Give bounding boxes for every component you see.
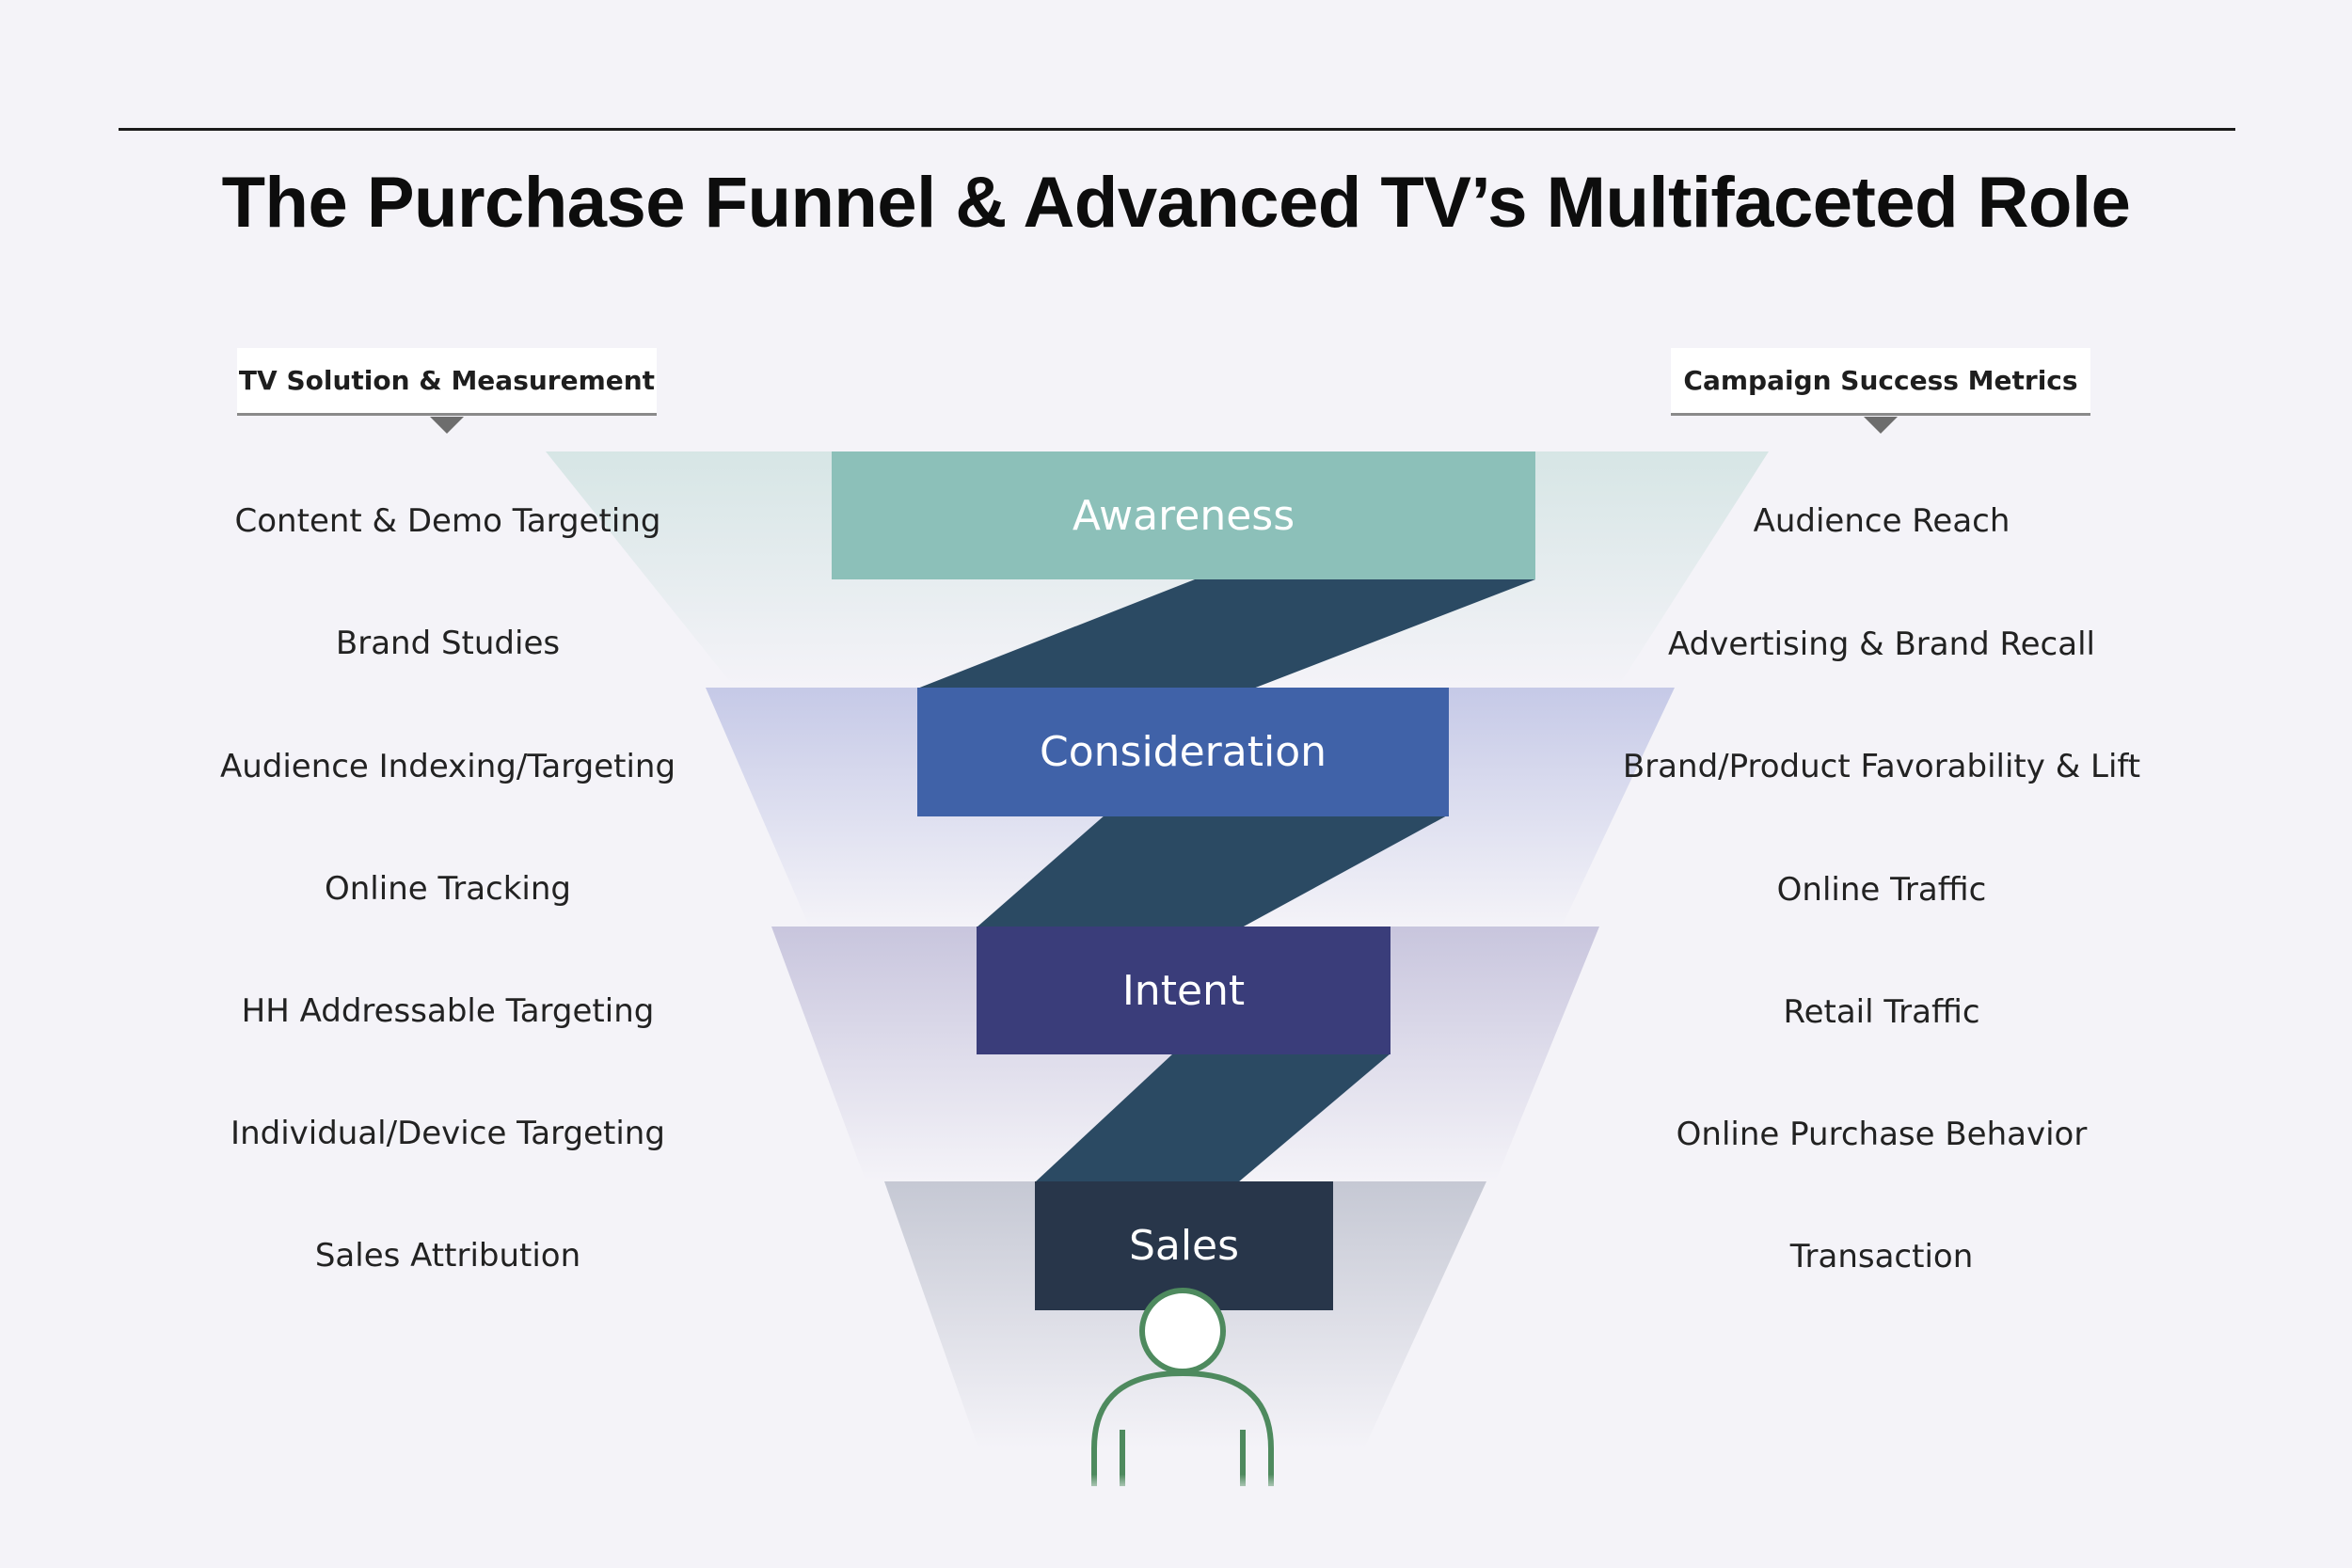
page-title: The Purchase Funnel & Advanced TV’s Mult… (221, 163, 2131, 243)
stage-intent-label: Intent (1121, 966, 1246, 1015)
left-item-hh-addressable: HH Addressable Targeting (241, 992, 655, 1030)
stage-sales-label: Sales (1128, 1222, 1240, 1270)
right-item-favorability-lift: Brand/Product Favorability & Lift (1622, 748, 2141, 785)
right-header-pointer-icon (1864, 417, 1898, 434)
right-column-header: Campaign Success Metrics (1671, 348, 2090, 434)
right-item-online-traffic: Online Traffic (1776, 871, 1987, 909)
left-header-pointer-icon (430, 417, 464, 434)
right-column-header-label: Campaign Success Metrics (1683, 365, 2078, 396)
stage-consideration-label: Consideration (1039, 728, 1327, 776)
left-item-sales-attribution: Sales Attribution (314, 1237, 581, 1275)
stage-intent-block (977, 927, 1391, 1054)
connector-consideration-intent (977, 815, 1449, 927)
left-item-audience-indexing: Audience Indexing/Targeting (219, 748, 676, 785)
right-item-transaction: Transaction (1789, 1238, 1974, 1275)
right-item-brand-recall: Advertising & Brand Recall (1668, 626, 2095, 663)
top-rule (119, 128, 2235, 131)
connector-awareness-consideration (917, 579, 1535, 689)
right-item-online-purchase: Online Purchase Behavior (1676, 1116, 2088, 1153)
left-item-individual-device: Individual/Device Targeting (230, 1115, 665, 1152)
left-item-online-tracking: Online Tracking (324, 870, 572, 908)
left-column-header-label: TV Solution & Measurement (238, 365, 656, 396)
stage-awareness-label: Awareness (1072, 491, 1295, 540)
left-column-header: TV Solution & Measurement (237, 348, 657, 434)
right-item-retail-traffic: Retail Traffic (1783, 993, 1980, 1031)
stage-consideration-block (917, 688, 1449, 816)
stage-awareness-block (832, 451, 1535, 579)
connector-intent-sales (1035, 1053, 1391, 1182)
left-item-content-demo-targeting: Content & Demo Targeting (234, 502, 661, 540)
right-item-audience-reach: Audience Reach (1753, 502, 2010, 540)
left-item-brand-studies: Brand Studies (335, 625, 561, 662)
person-icon (1073, 1288, 1298, 1496)
